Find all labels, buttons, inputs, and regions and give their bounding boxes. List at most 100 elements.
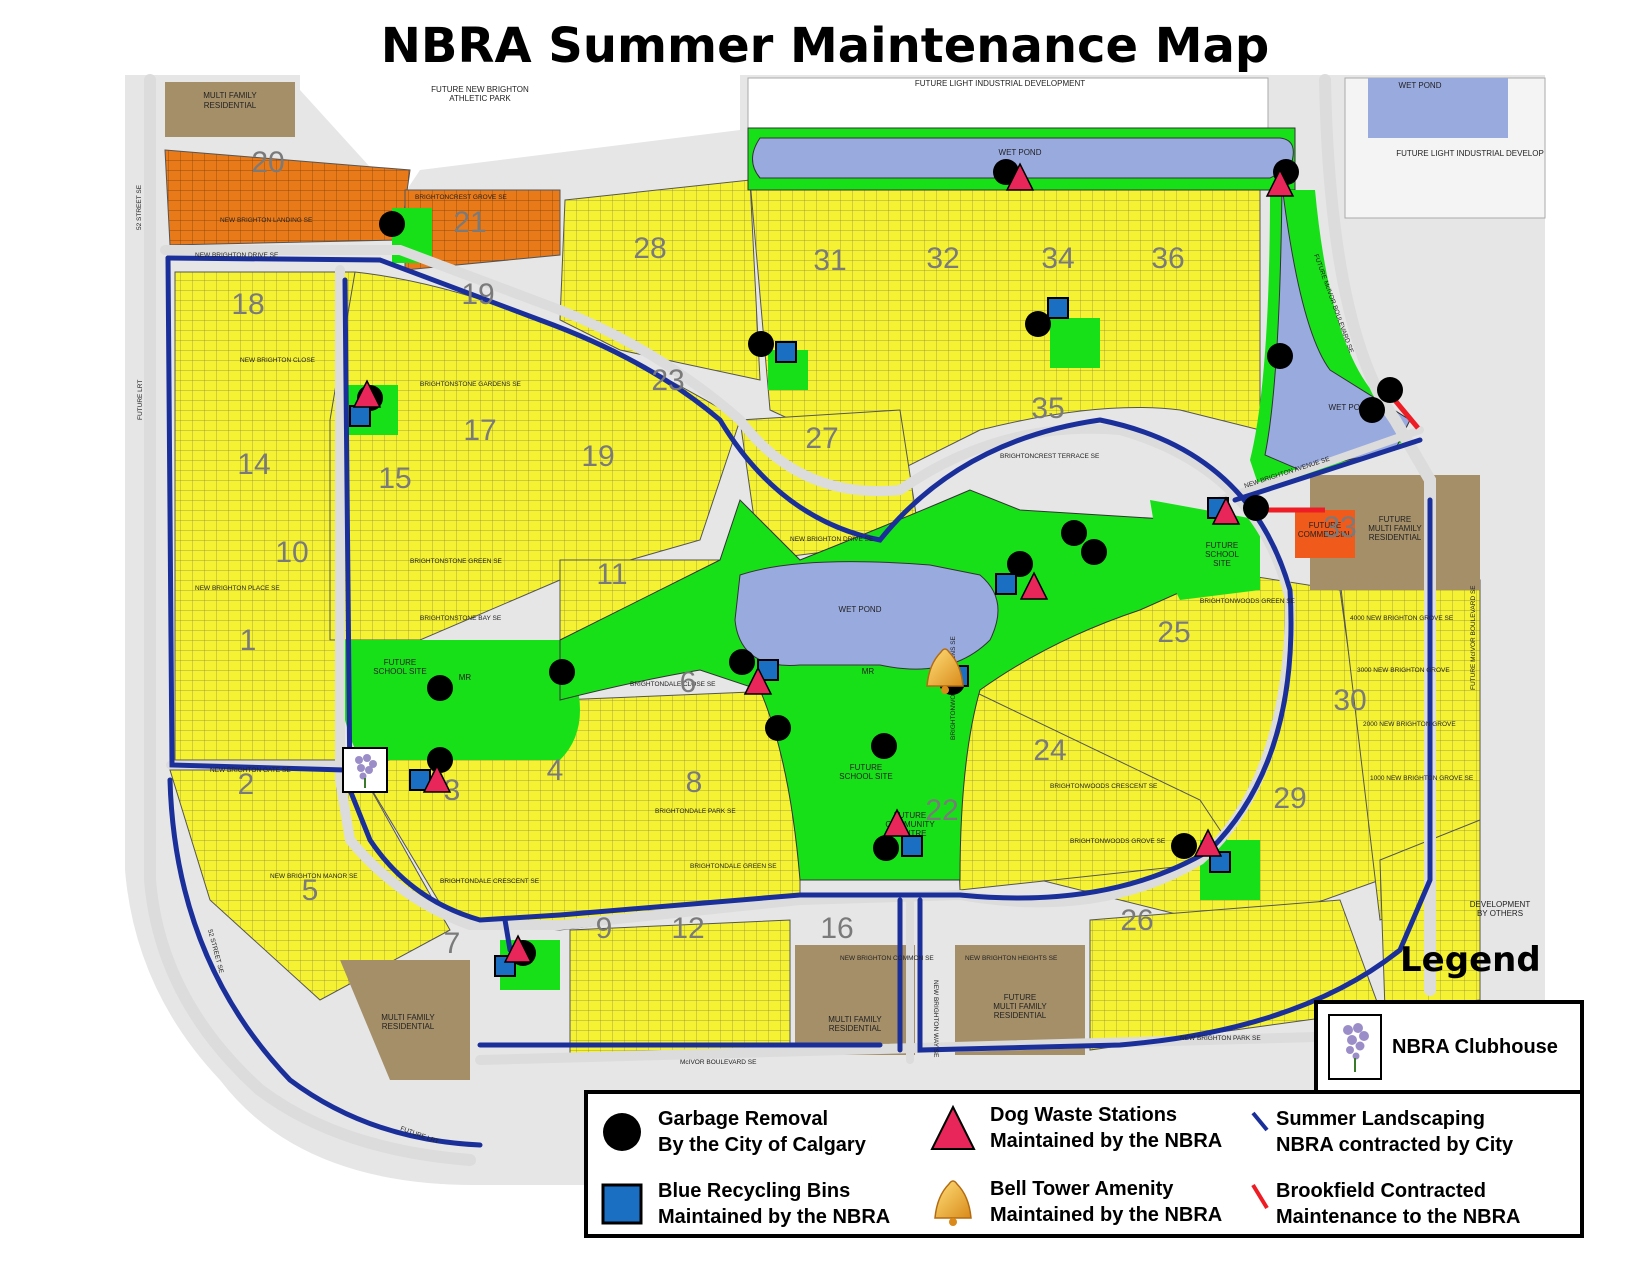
bell-tower-marker[interactable] (926, 648, 964, 694)
recycling-marker[interactable] (775, 341, 797, 363)
garbage-marker[interactable] (1171, 833, 1197, 859)
label-multi-family-sw-1: MULTI FAMILY (381, 1013, 435, 1022)
legend-item-landscaping: Summer Landscaping NBRA contracted by Ci… (1250, 1106, 1513, 1158)
garbage-marker[interactable] (1025, 311, 1051, 337)
phase-number: 36 (1151, 242, 1184, 275)
garbage-marker[interactable] (1243, 495, 1269, 521)
street-heights: NEW BRIGHTON HEIGHTS SE (965, 955, 1058, 962)
black-circle-icon (603, 1113, 641, 1151)
label-athletic-park-1: FUTURE NEW BRIGHTON (431, 85, 529, 94)
phase-number: 29 (1273, 782, 1306, 815)
bell-icon (934, 1180, 972, 1226)
street-landing: NEW BRIGHTON LANDING SE (220, 217, 313, 224)
phase-number: 31 (813, 244, 846, 277)
garbage-marker[interactable] (379, 211, 405, 237)
garbage-markers (357, 159, 1403, 966)
red-line-icon (1251, 1183, 1269, 1210)
street-grove-2000: 2000 NEW BRIGHTON GROVE (1363, 721, 1456, 728)
label-school-e-1: FUTURE (1206, 541, 1238, 550)
legend-heading: Legend (1400, 940, 1541, 980)
phase-number: 11 (596, 558, 627, 591)
garbage-marker[interactable] (729, 649, 755, 675)
phase-number: 19 (461, 278, 494, 311)
garbage-marker[interactable] (549, 659, 575, 685)
street-lrt-w: FUTURE LRT (137, 380, 144, 420)
garbage-marker[interactable] (1007, 551, 1033, 577)
legend-recycling-line1: Blue Recycling Bins (658, 1180, 851, 1202)
dog-waste-marker[interactable] (1193, 828, 1223, 857)
label-wet-pond-center: WET POND (839, 605, 882, 614)
phase-number: 1 (240, 624, 257, 657)
street-woods-green: BRIGHTONWOODS GREEN SE (1200, 598, 1296, 605)
recycling-marker[interactable] (1209, 851, 1231, 873)
street-terrace: BRIGHTONCREST TERRACE SE (1000, 453, 1100, 460)
label-community-1: FUTURE (894, 811, 926, 820)
clubhouse-marker[interactable] (342, 747, 388, 793)
street-grove-1000: 1000 NEW BRIGHTON GROVE SE (1370, 775, 1474, 782)
street-mcivor-s: McIVOR BOULEVARD SE (680, 1059, 757, 1066)
legend-clubhouse-label: NBRA Clubhouse (1392, 1036, 1558, 1058)
label-school-w-1: FUTURE (384, 658, 416, 667)
phase-number: 9 (596, 912, 613, 945)
dog-waste-marker[interactable] (882, 808, 912, 837)
label-multi-family-sw-2: RESIDENTIAL (382, 1022, 435, 1031)
phase-number: 35 (1031, 392, 1064, 425)
dog-waste-marker[interactable] (1005, 162, 1035, 191)
phase-number: 8 (686, 766, 703, 799)
phase-number: 25 (1157, 616, 1190, 649)
dog-waste-marker[interactable] (352, 379, 382, 408)
garbage-marker[interactable] (1359, 397, 1385, 423)
legend-dog-line1: Dog Waste Stations (990, 1104, 1178, 1126)
summer-landscaping-routes (165, 255, 1433, 1148)
label-athletic-park-2: ATHLETIC PARK (449, 94, 511, 103)
pink-triangle-icon (930, 1104, 976, 1150)
legend-brookfield-line2: Maintenance to the NBRA (1276, 1206, 1521, 1228)
dog-waste-marker[interactable] (743, 666, 773, 695)
label-multi-family-nw-2: RESIDENTIAL (204, 101, 257, 110)
label-commercial-1: FUTURE (1309, 521, 1341, 530)
blue-line-icon (1251, 1111, 1269, 1132)
recycling-marker[interactable] (1047, 297, 1069, 319)
dog-waste-marker[interactable] (1265, 168, 1295, 197)
garbage-marker[interactable] (1061, 520, 1087, 546)
phase-number: 16 (820, 912, 853, 945)
label-school-c-2: SCHOOL SITE (839, 772, 893, 781)
legend-item-dog-waste: Dog Waste Stations Maintained by the NBR… (928, 1102, 1222, 1154)
street-dale-park: BRIGHTONDALE PARK SE (655, 808, 736, 815)
garbage-marker[interactable] (765, 715, 791, 741)
dog-waste-marker[interactable] (422, 764, 452, 793)
phase-number: 24 (1033, 734, 1066, 767)
phase-number: 18 (231, 288, 264, 321)
recycling-marker[interactable] (349, 405, 371, 427)
legend-landscaping-line1: Summer Landscaping (1276, 1108, 1485, 1130)
label-dev-others-1: DEVELOPMENT (1470, 900, 1531, 909)
lilac-flower-icon (1328, 1014, 1382, 1080)
street-dale-green: BRIGHTONDALE GREEN SE (690, 863, 777, 870)
phase-number: 10 (275, 536, 308, 569)
phase-number: 12 (671, 912, 704, 945)
garbage-marker[interactable] (873, 835, 899, 861)
dog-waste-marker[interactable] (1211, 496, 1241, 525)
street-woods-grove: BRIGHTONWOODS GROVE SE (1070, 838, 1166, 845)
garbage-marker[interactable] (427, 675, 453, 701)
garbage-marker[interactable] (871, 733, 897, 759)
legend-clubhouse-box: NBRA Clubhouse (1314, 1000, 1584, 1094)
phase-number: 7 (444, 927, 461, 960)
label-multi-family-16-1: MULTI FAMILY (828, 1015, 882, 1024)
recycling-marker[interactable] (901, 835, 923, 857)
garbage-marker[interactable] (427, 747, 453, 773)
phase-number: 27 (805, 422, 838, 455)
garbage-marker[interactable] (1081, 539, 1107, 565)
label-multi-family-e-2: MULTI FAMILY (1368, 524, 1422, 533)
dog-waste-marker[interactable] (1019, 571, 1049, 600)
street-mcivor-e2: FUTURE McIVOR BOULEVARD SE (1470, 585, 1477, 690)
dog-waste-marker[interactable] (503, 934, 533, 963)
legend-recycling-line2: Maintained by the NBRA (658, 1206, 891, 1228)
garbage-marker[interactable] (1267, 343, 1293, 369)
garbage-marker[interactable] (748, 331, 774, 357)
recycling-marker[interactable] (995, 573, 1017, 595)
garbage-marker[interactable] (1377, 377, 1403, 403)
street-place: NEW BRIGHTON PLACE SE (195, 585, 280, 592)
label-multi-family-e-1: FUTURE (1379, 515, 1411, 524)
street-common: NEW BRIGHTON COMMON SE (840, 955, 934, 962)
